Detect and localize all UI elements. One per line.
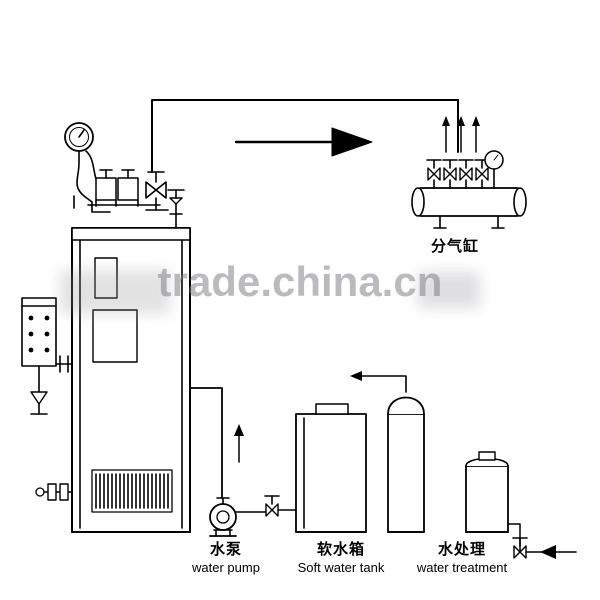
boiler-top-fittings [64,122,185,229]
label-water-pump-cn: 水泵 [209,541,242,558]
water-level-column [21,297,73,415]
label-soft-water-tank-en: Soft water tank [297,560,385,575]
label-water-treatment-en: water treatment [416,560,508,575]
water-treatment-column [350,371,425,533]
boiler-vessel [71,227,191,533]
flow-arrow [234,127,373,157]
water-pump-unit [209,495,297,537]
label-water-pump-en: water pump [192,560,260,575]
label-soft-water-tank-cn: 软水箱 [316,541,365,558]
boiler-bottom-flange [35,483,73,501]
steam-manifold-unit [411,116,527,229]
feedwater-line [189,387,244,499]
label-steam-manifold-cn: 分气缸 [430,238,479,255]
soft-water-tank-unit [295,403,367,533]
label-water-treatment-cn: 水处理 [437,541,486,558]
water-treatment-tank [465,451,521,553]
steam-pipe [151,99,459,173]
raw-water-inlet [512,537,577,559]
